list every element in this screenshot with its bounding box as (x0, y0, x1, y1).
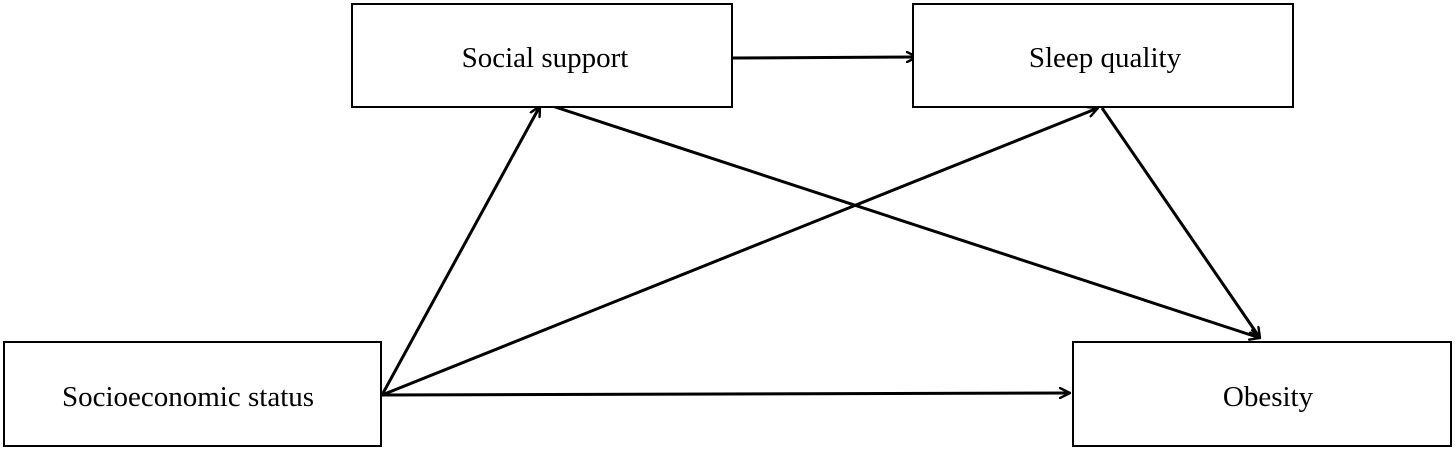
edge-social-support-to-sleep-quality (731, 57, 917, 58)
edge-socioeconomic-status-to-sleep-quality (381, 108, 1098, 397)
edge-socioeconomic-status-to-obesity (381, 393, 1070, 395)
node-sleep-quality: Sleep quality (912, 3, 1294, 108)
node-socioeconomic-status: Socioeconomic status (3, 341, 382, 447)
node-social-support-box (351, 3, 733, 108)
node-socioeconomic-status-box (3, 341, 382, 447)
node-sleep-quality-label: Sleep quality (1029, 42, 1182, 74)
edge-social-support-to-obesity (539, 100, 1260, 338)
node-obesity-label: Obesity (1223, 381, 1314, 413)
node-obesity: Obesity (1072, 341, 1452, 447)
node-sleep-quality-box (912, 3, 1294, 108)
node-social-support: Social support (351, 3, 733, 108)
node-obesity-box (1072, 341, 1452, 447)
edge-sleep-quality-to-obesity (1100, 107, 1262, 338)
node-social-support-label: Social support (462, 42, 629, 74)
edge-socioeconomic-status-to-social-support (380, 106, 542, 396)
edges (380, 57, 1262, 397)
node-socioeconomic-status-label: Socioeconomic status (62, 381, 314, 413)
